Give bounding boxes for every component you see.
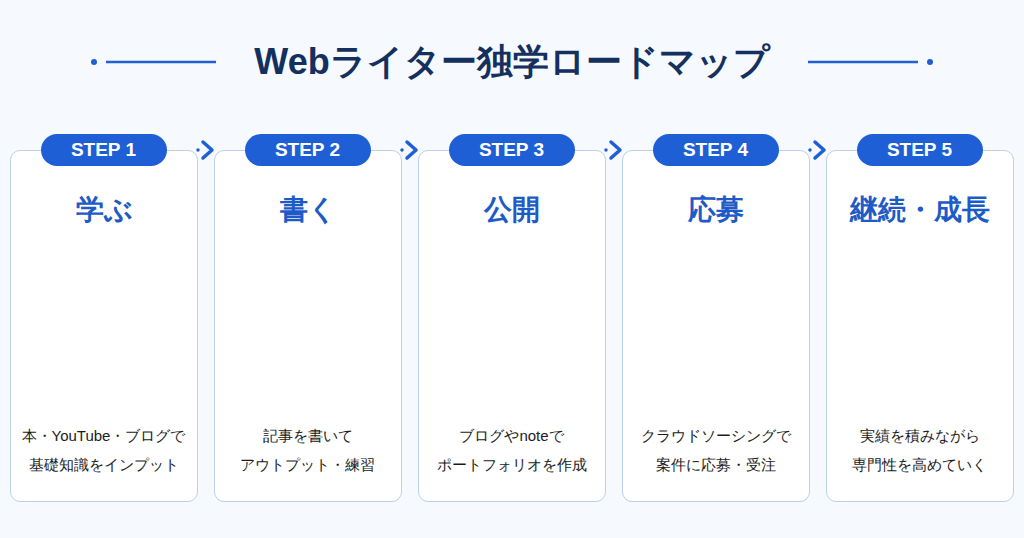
step-badge: STEP 1 <box>41 134 167 166</box>
step-badge: STEP 4 <box>653 134 779 166</box>
icon-part <box>106 61 216 64</box>
step-heading: 書く <box>215 191 401 229</box>
step-label: STEP 3 <box>479 134 544 166</box>
step-description: 本・YouTube・ブログで 基礎知識をインプット <box>15 421 192 479</box>
icon-part <box>91 59 97 65</box>
step-label: STEP 2 <box>275 134 340 166</box>
step-label: STEP 1 <box>71 134 136 166</box>
step-heading: 公開 <box>419 191 605 229</box>
icon-part <box>927 59 933 65</box>
step-badge: STEP 2 <box>245 134 371 166</box>
step-panel: 応募クラウドソーシングで 案件に応募・受注STEP 4 <box>622 150 810 502</box>
step-panel: 書く記事を書いて アウトプット・練習STEP 2 <box>214 150 402 502</box>
step-chevron <box>402 142 416 158</box>
step-heading: 学ぶ <box>11 191 197 229</box>
step-description: クラウドソーシングで 案件に応募・受注 <box>627 421 804 479</box>
step-description: 実績を積みながら 専門性を高めていく <box>831 421 1008 479</box>
step-badge: STEP 5 <box>857 134 983 166</box>
icon-part <box>808 61 918 64</box>
step-description: 記事を書いて アウトプット・練習 <box>219 421 396 479</box>
step-panel: 公開ブログやnoteで ポートフォリオを作成STEP 3 <box>418 150 606 502</box>
step-description: ブログやnoteで ポートフォリオを作成 <box>423 421 600 479</box>
step-panel: 学ぶ本・YouTube・ブログで 基礎知識をインプットSTEP 1 <box>10 150 198 502</box>
step-heading: 応募 <box>623 191 809 229</box>
step-chevron <box>606 142 620 158</box>
page-title: Webライター独学ロードマップ <box>0 36 1024 88</box>
step-label: STEP 4 <box>683 134 748 166</box>
step-chevron <box>198 142 212 158</box>
step-chevron <box>810 142 824 158</box>
step-panel: 継続・成長実績を積みながら 専門性を高めていくSTEP 5 <box>826 150 1014 502</box>
step-badge: STEP 3 <box>449 134 575 166</box>
step-heading: 継続・成長 <box>827 191 1013 229</box>
step-label: STEP 5 <box>887 134 952 166</box>
